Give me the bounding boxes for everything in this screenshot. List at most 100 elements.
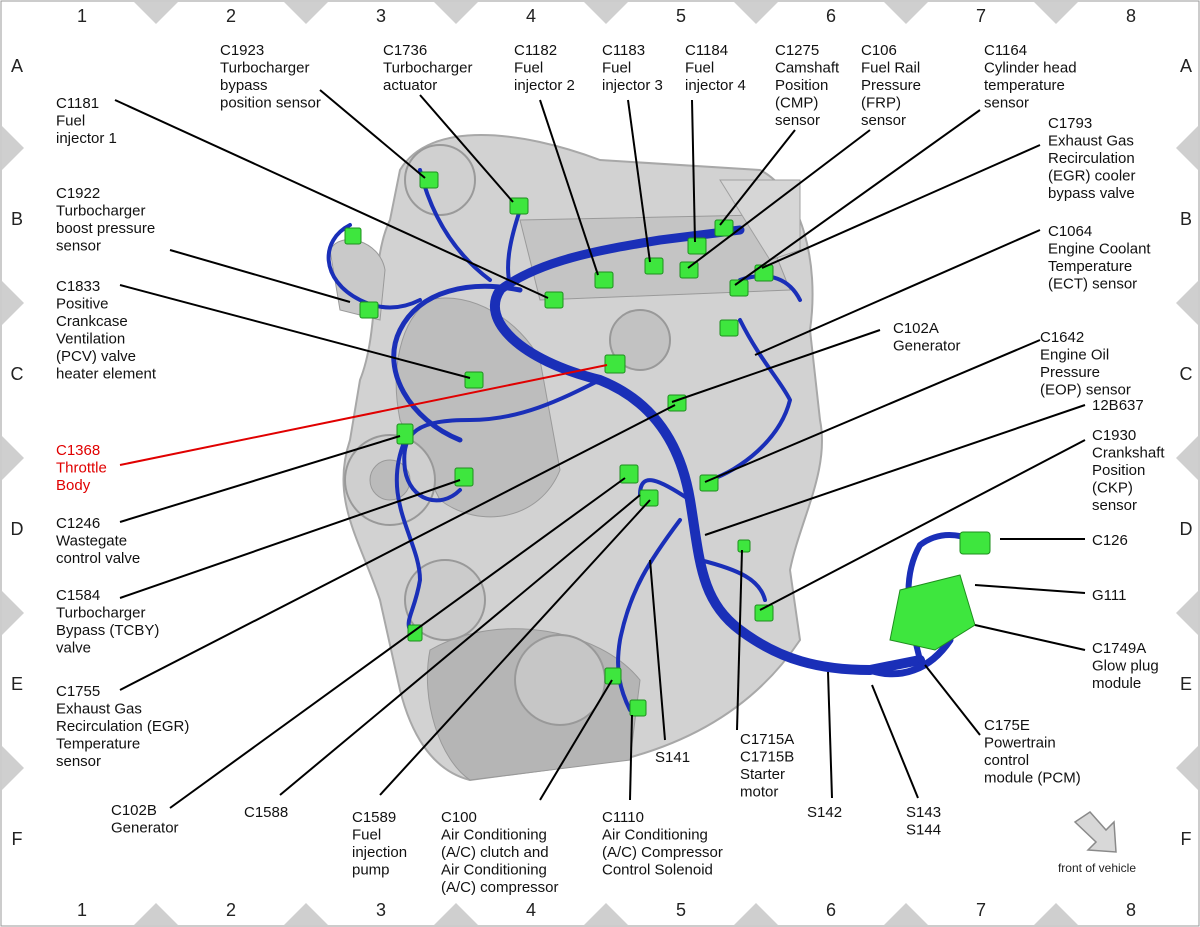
- callout-line: S143: [906, 804, 941, 821]
- grid-marker-bottom: [434, 903, 478, 925]
- grid-row-right: A: [1180, 56, 1192, 76]
- callout-line: Generator: [111, 820, 179, 837]
- callout-line: sensor: [861, 112, 906, 129]
- callout-line: Body: [56, 477, 91, 494]
- callout-line: Fuel: [602, 60, 631, 77]
- callout-line: control valve: [56, 550, 140, 567]
- grid-marker-right: [1176, 436, 1198, 480]
- callout-c1588: C1588: [244, 804, 288, 821]
- grid-column-top: 7: [976, 6, 986, 26]
- callout-line: Recirculation: [1048, 150, 1135, 167]
- callout-line: sensor: [1092, 497, 1137, 514]
- grid-marker-left: [2, 281, 24, 325]
- grid-marker-right: [1176, 746, 1198, 790]
- callout-line: Fuel: [685, 60, 714, 77]
- front-of-vehicle-label: front of vehicle: [1058, 861, 1136, 875]
- callout-line: C1182: [514, 42, 557, 59]
- callout-line: S142: [807, 804, 842, 821]
- callout-line: Pressure: [1040, 364, 1100, 381]
- callout-line: Temperature: [56, 736, 140, 753]
- grid-marker-bottom: [884, 903, 928, 925]
- callout-line: C1110: [602, 809, 644, 826]
- callout-line: Position: [1092, 462, 1145, 479]
- front-of-vehicle-indicator: front of vehicle: [1058, 811, 1136, 875]
- callout-line: Turbocharger: [56, 605, 146, 622]
- callout-line: control: [984, 752, 1029, 769]
- callout-line: C1922: [56, 185, 100, 202]
- callout-line: C1793: [1048, 115, 1092, 132]
- connector-c100: [604, 667, 622, 685]
- connector-c1923: [419, 171, 439, 189]
- grid-column-top: 1: [77, 6, 87, 26]
- callout-s12b637: 12B637: [1092, 397, 1144, 414]
- callout-line: C106: [861, 42, 897, 59]
- grid-marker-top: [1034, 2, 1078, 24]
- callout-line: (CKP): [1092, 480, 1133, 497]
- callout-c126: C126: [1092, 532, 1128, 549]
- callout-line: (ECT) sensor: [1048, 276, 1137, 293]
- callout-line: valve: [56, 640, 91, 657]
- connector-c126: [959, 531, 991, 555]
- callout-line: Throttle: [56, 460, 107, 477]
- connector-c106: [679, 261, 699, 279]
- callout-line: C1589: [352, 809, 396, 826]
- grid-column-bottom: 5: [676, 900, 686, 920]
- callout-line: C1642: [1040, 329, 1084, 346]
- glow-plug-module: [889, 574, 976, 651]
- grid-column-bottom: 7: [976, 900, 986, 920]
- grid-marker-top: [734, 2, 778, 24]
- grid-row-left: C: [11, 364, 24, 384]
- callout-line: Crankcase: [56, 313, 128, 330]
- callout-s142: S142: [807, 804, 842, 821]
- connector-c1922: [344, 227, 362, 245]
- callout-line: (PCV) valve: [56, 348, 136, 365]
- grid-marker-right: [1176, 281, 1198, 325]
- connector-c1715: [737, 539, 751, 553]
- callout-line: actuator: [383, 77, 437, 94]
- grid-column-bottom: 8: [1126, 900, 1136, 920]
- callout-line: Turbocharger: [220, 60, 310, 77]
- connector-c1246: [396, 423, 414, 445]
- callout-line: C1755: [56, 683, 100, 700]
- callout-line: injector 4: [685, 77, 746, 94]
- callout-line: position sensor: [220, 95, 321, 112]
- callout-line: C1368: [56, 442, 100, 459]
- callout-line: C1164: [984, 42, 1027, 59]
- callout-line: C100: [441, 809, 477, 826]
- connector-c1181: [544, 291, 564, 309]
- grid-column-top: 8: [1126, 6, 1136, 26]
- grid-column-top: 3: [376, 6, 386, 26]
- callout-line: C175E: [984, 717, 1030, 734]
- grid-column-bottom: 1: [77, 900, 87, 920]
- callout-line: Control Solenoid: [602, 862, 713, 879]
- callout-line: heater element: [56, 366, 157, 383]
- callout-line: C1930: [1092, 427, 1136, 444]
- callout-line: Air Conditioning: [602, 827, 708, 844]
- callout-line: C1715B: [740, 749, 794, 766]
- connector-c1736: [509, 197, 529, 215]
- callout-line: C1183: [602, 42, 645, 59]
- callout-line: Engine Oil: [1040, 347, 1109, 364]
- callout-line: injector 3: [602, 77, 663, 94]
- connector-c1183: [644, 257, 664, 275]
- callout-line: Powertrain: [984, 735, 1056, 752]
- callout-line: Camshaft: [775, 60, 840, 77]
- grid-marker-bottom: [284, 903, 328, 925]
- callout-line: boost pressure: [56, 220, 155, 237]
- grid-marker-left: [2, 436, 24, 480]
- grid-column-top: 5: [676, 6, 686, 26]
- arrow-icon: [1073, 811, 1117, 853]
- grid-row-right: C: [1180, 364, 1193, 384]
- callout-line: Turbocharger: [56, 203, 146, 220]
